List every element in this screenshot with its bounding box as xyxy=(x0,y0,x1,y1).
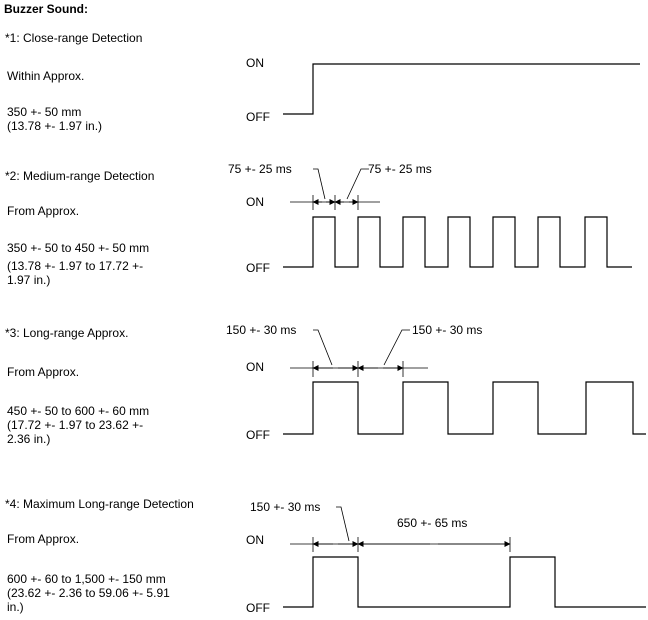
section-2-range-line-3: 1.97 in.) xyxy=(7,273,51,287)
section-2-on-time: 75 +- 25 ms xyxy=(228,162,292,176)
section-1-waveform: ON OFF xyxy=(246,56,640,124)
section-4-range-line-2: (23.62 +- 2.36 to 59.06 +- 5.91 xyxy=(7,586,170,600)
section-4-heading: *4: Maximum Long-range Detection xyxy=(5,497,194,511)
section-3-range-line-3: 2.36 in.) xyxy=(7,432,51,446)
section-3-on-time: 150 +- 30 ms xyxy=(226,323,296,337)
section-4-prefix: From Approx. xyxy=(7,532,80,546)
section-2-off-label: OFF xyxy=(246,261,270,275)
section-2-signal xyxy=(283,216,632,268)
section-2-waveform: ON OFF 75 +- 25 ms 75 +- 25 ms xyxy=(228,162,632,275)
section-3-range-line-1: 450 +- 50 to 600 +- 60 mm xyxy=(7,404,150,418)
section-2-prefix: From Approx. xyxy=(7,204,80,218)
section-3-heading: *3: Long-range Approx. xyxy=(5,326,129,340)
section-3-off-time: 150 +- 30 ms xyxy=(412,323,482,337)
section-3-waveform: ON OFF 150 +- 30 ms 150 +- 30 ms xyxy=(226,323,646,442)
section-1-heading: *1: Close-range Detection xyxy=(5,31,143,45)
section-4-off-time: 650 +- 65 ms xyxy=(397,516,467,530)
section-3-signal xyxy=(283,381,646,435)
section-4-off-label: OFF xyxy=(246,601,270,615)
section-2-range-line-2: (13.78 +- 1.97 to 17.72 +- xyxy=(7,259,144,273)
section-3-range-line-2: (17.72 +- 1.97 to 23.62 +- xyxy=(7,418,144,432)
section-1-range-line-2: (13.78 +- 1.97 in.) xyxy=(7,119,103,133)
section-2-off-leader xyxy=(346,168,369,200)
section-2-range-line-1: 350 +- 50 to 450 +- 50 mm xyxy=(7,241,150,255)
section-4-range-line-3: in.) xyxy=(7,600,24,614)
section-2-heading: *2: Medium-range Detection xyxy=(5,169,155,183)
section-3-off-leader xyxy=(383,329,410,366)
section-1-prefix: Within Approx. xyxy=(7,69,85,83)
section-4-on-leader xyxy=(336,506,350,542)
section-3-off-label: OFF xyxy=(246,428,270,442)
section-4-waveform: ON OFF 150 +- 30 ms 650 +- 65 ms xyxy=(246,500,646,615)
section-3-prefix: From Approx. xyxy=(7,365,80,379)
section-1-range-line-1: 350 +- 50 mm xyxy=(7,105,82,119)
section-1-on-label: ON xyxy=(246,56,264,70)
section-1-signal xyxy=(283,63,640,115)
section-4-on-time: 150 +- 30 ms xyxy=(250,500,320,514)
page-title: Buzzer Sound: xyxy=(4,2,88,16)
section-3-on-label: ON xyxy=(246,360,264,374)
section-4-range-line-1: 600 +- 60 to 1,500 +- 150 mm xyxy=(7,572,166,586)
section-2-off-time: 75 +- 25 ms xyxy=(368,162,432,176)
section-2-on-leader xyxy=(313,168,326,200)
section-4-signal xyxy=(283,556,646,608)
section-1-off-label: OFF xyxy=(246,110,270,124)
section-2-on-label: ON xyxy=(246,195,264,209)
section-3-on-leader xyxy=(313,329,333,366)
section-4-on-label: ON xyxy=(246,533,264,547)
